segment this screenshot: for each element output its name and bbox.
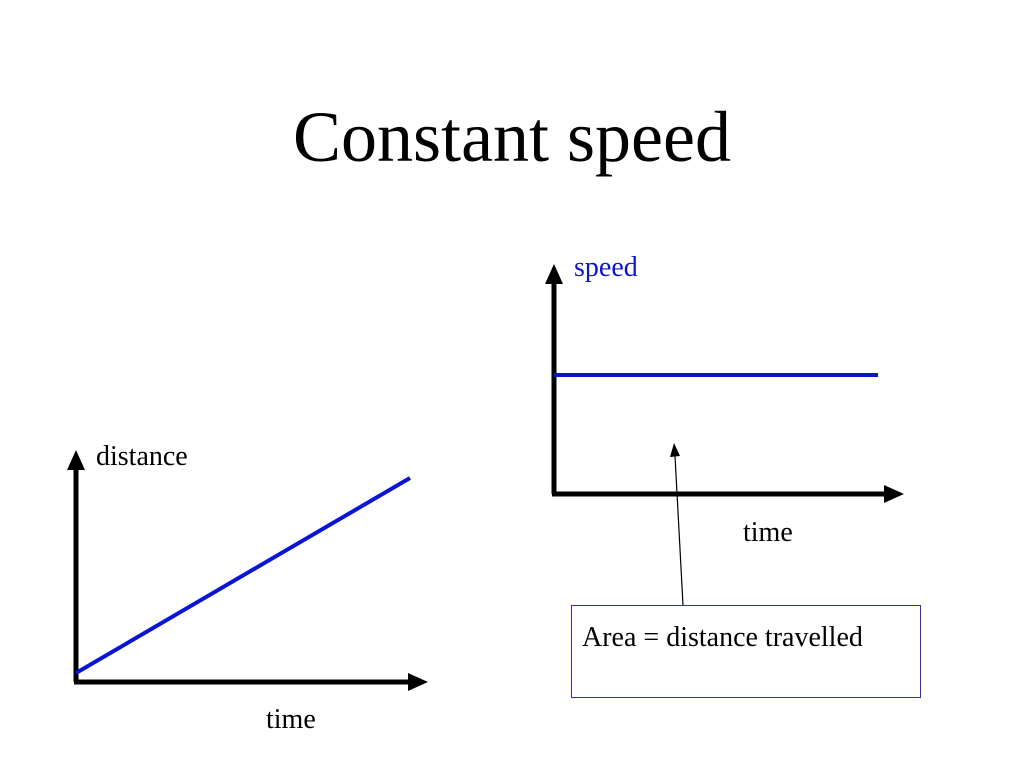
speed-graph-y-axis-arrowhead [545,264,563,284]
speed-time-graph: speed time [545,252,904,548]
distance-graph-y-axis-arrowhead [67,450,85,470]
area-pointer-arrow [670,443,684,606]
distance-graph-x-axis-arrowhead [408,673,428,691]
distance-graph-x-label: time [266,704,316,735]
distance-graph-line [74,476,412,675]
slide-title: Constant speed [293,97,731,177]
distance-time-graph: distance time [67,441,428,735]
area-note-box: Area = distance travelled [571,605,921,698]
speed-graph-x-label: time [743,517,793,548]
area-pointer-arrowhead [670,443,680,457]
speed-graph-y-label: speed [574,252,638,283]
distance-graph-y-label: distance [96,441,188,472]
area-note-text: Area = distance travelled [582,622,863,653]
speed-graph-x-axis-arrowhead [884,485,904,503]
area-pointer-line [674,455,684,606]
